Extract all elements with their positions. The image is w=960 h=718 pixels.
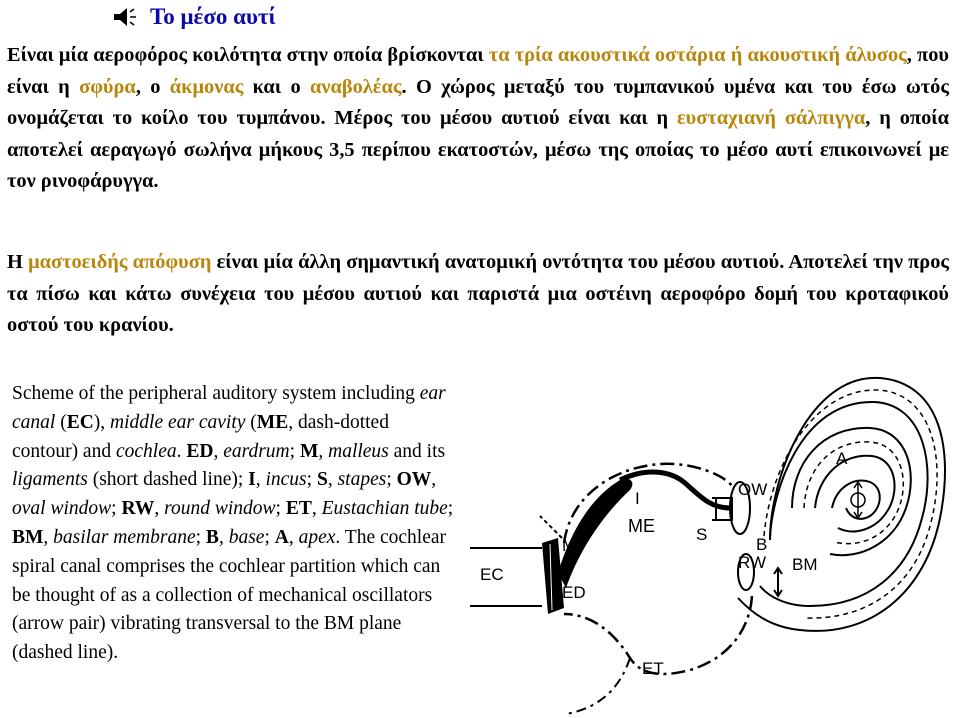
auditory-system-diagram: EC M ED I ME S OW RW B BM A ET [470, 376, 946, 715]
malleus [558, 478, 633, 588]
cochlea-outer-contour [737, 376, 946, 632]
middle-ear-contour [562, 462, 754, 676]
slide-title: Το μέσο αυτί [150, 4, 276, 29]
malleus-ligament [539, 515, 563, 539]
paragraph-middle-ear: Είναι μία αεροφόρος κοιλότητα στην οποία… [7, 44, 950, 193]
bm-arrow-pair [773, 566, 783, 598]
label-me: ME [628, 516, 655, 536]
speaker-icon [114, 8, 136, 26]
slide-header: Το μέσο αυτί [112, 2, 276, 32]
highlight-malleus: σφύρα [79, 75, 136, 98]
highlight-eustachian: ευσταχιανή σάλπιγγα [676, 107, 866, 130]
label-ed: ED [562, 583, 586, 602]
label-ow: OW [738, 480, 767, 499]
paragraph-mastoid: Η μαστοειδής απόφυση είναι μία άλλη σημα… [7, 251, 949, 337]
stapes [712, 497, 733, 521]
label-bm: BM [792, 555, 818, 574]
highlight-mastoid: μαστοειδής απόφυση [28, 251, 212, 273]
cochlea-spiral-inner-turn [814, 454, 896, 533]
cochlea-inner-contour [759, 400, 929, 608]
apex-arrow-pair [853, 480, 863, 520]
highlight-stapes: αναβολέας [309, 75, 402, 98]
label-i: I [635, 489, 640, 508]
highlight-incus: άκμονας [169, 75, 244, 98]
eustachian-tube [565, 657, 631, 715]
label-s: S [696, 525, 707, 544]
basilar-membrane-line [763, 389, 938, 619]
ear-canal [470, 547, 542, 607]
figure-caption: Scheme of the peripheral auditory system… [12, 383, 454, 664]
label-ec: EC [480, 565, 504, 584]
label-rw: RW [738, 553, 766, 572]
round-window [737, 553, 755, 591]
eardrum [542, 538, 564, 614]
incus [618, 469, 731, 511]
highlight-ossicles: τα τρία ακουστικά οστάρια ή ακουστική άλ… [488, 44, 907, 66]
label-m: M [562, 536, 576, 555]
basilar-membrane-inner [803, 441, 905, 545]
label-b: B [756, 535, 767, 554]
label-et: ET [642, 659, 664, 678]
cochlea-apex-curl [831, 479, 881, 520]
label-a: A [836, 449, 848, 468]
cochlea-spiral-turn [791, 426, 912, 557]
